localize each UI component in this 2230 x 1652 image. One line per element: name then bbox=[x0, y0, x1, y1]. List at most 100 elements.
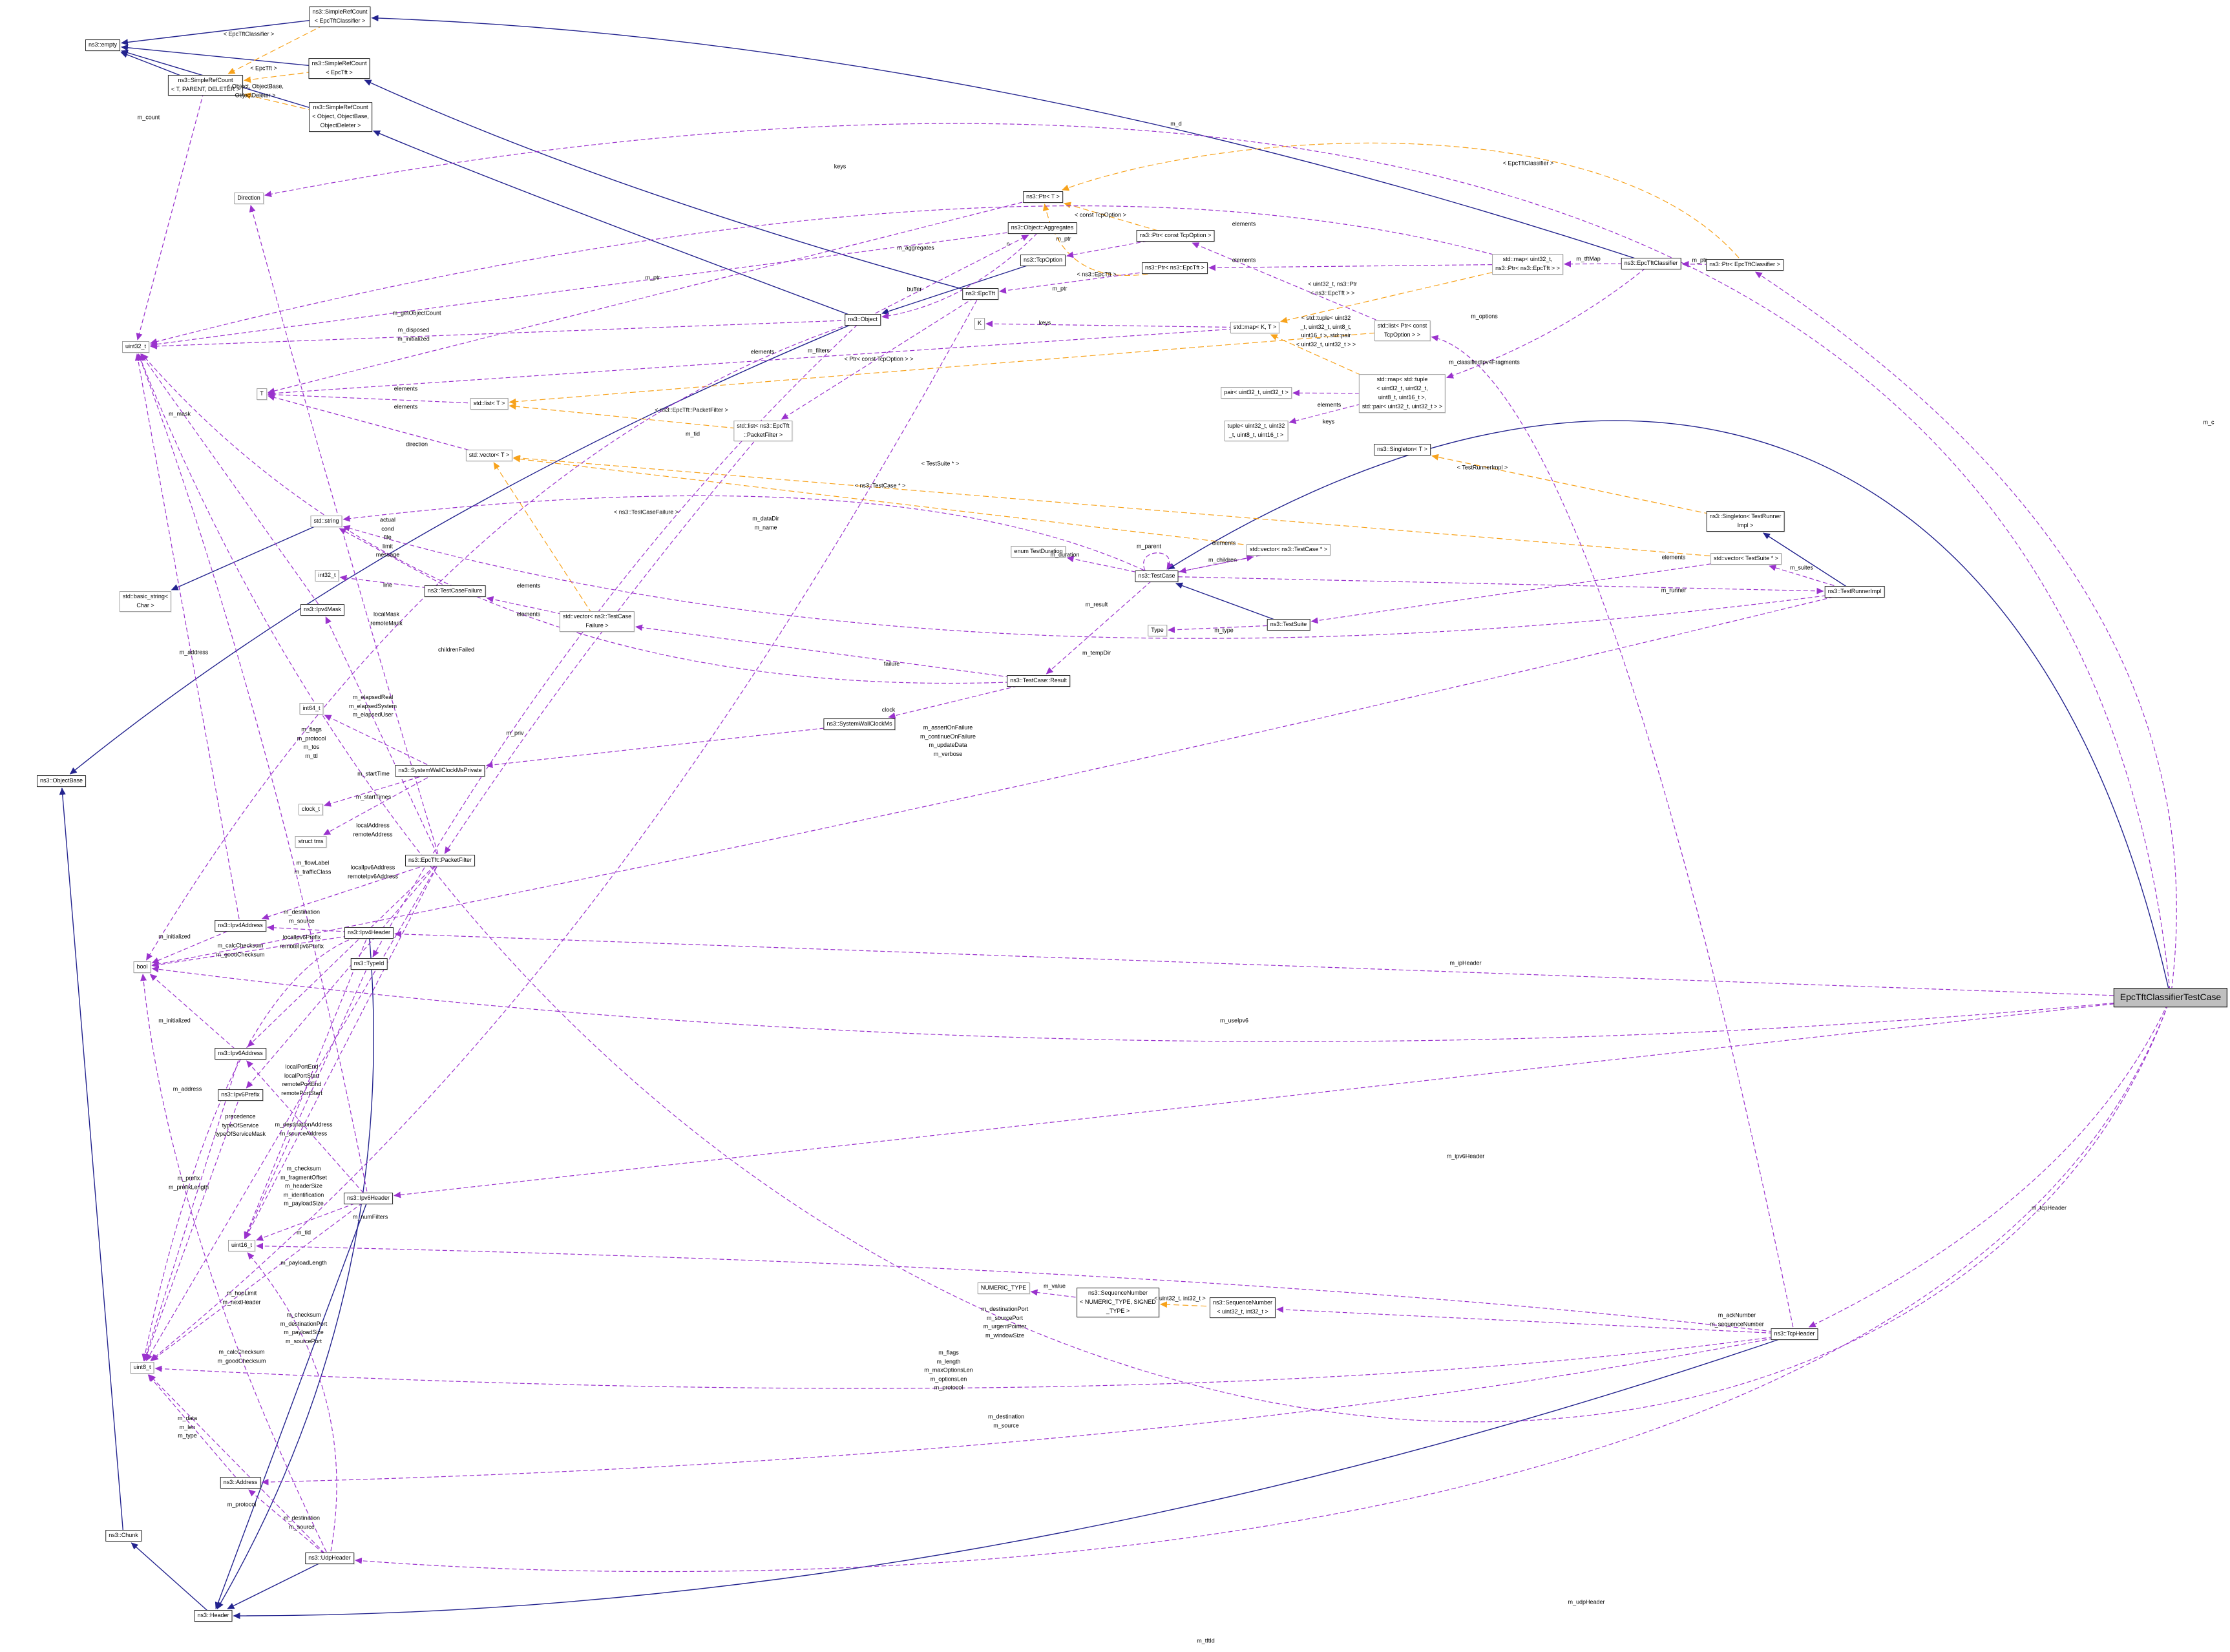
node-tcpOpt[interactable]: ns3::TcpOption bbox=[1020, 255, 1066, 266]
edge-tcph-u16 bbox=[256, 1242, 1795, 1335]
node-str[interactable]: std::string bbox=[310, 516, 342, 527]
edge-pf-ip6p bbox=[246, 860, 441, 1089]
node-u32[interactable]: uint32_t bbox=[121, 341, 150, 353]
edge-obj-bool bbox=[146, 319, 863, 961]
edge-ip4a-u32 bbox=[134, 353, 241, 926]
node-pairU[interactable]: pair< uint32_t, uint32_t > bbox=[1221, 387, 1292, 399]
node-tc[interactable]: ns3::TestCase bbox=[1135, 570, 1179, 582]
node-mask[interactable]: ns3::Ipv4Mask bbox=[300, 604, 345, 616]
node-tid[interactable]: ns3::TypeId bbox=[350, 958, 388, 970]
node-seq32[interactable]: ns3::SequenceNumber < uint32_t, int32_t … bbox=[1209, 1297, 1276, 1318]
edge-pf-u16 bbox=[245, 860, 441, 1239]
node-K[interactable]: K bbox=[974, 318, 985, 329]
edge-vecT-T bbox=[268, 394, 490, 456]
node-srcT[interactable]: ns3::SimpleRefCount < T, PARENT, DELETER… bbox=[167, 75, 244, 96]
node-srcObj[interactable]: ns3::SimpleRefCount < Object, ObjectBase… bbox=[309, 102, 372, 132]
node-seqT[interactable]: ns3::SequenceNumber < NUMERIC_TYPE, SIGN… bbox=[1077, 1288, 1159, 1317]
edge-listT-T bbox=[268, 391, 490, 404]
node-pf[interactable]: ns3::EpcTft::PacketFilter bbox=[405, 855, 476, 866]
node-ip6p[interactable]: ns3::Ipv6Prefix bbox=[218, 1089, 263, 1101]
node-ip6h[interactable]: ns3::Ipv6Header bbox=[343, 1193, 394, 1204]
edge-res-u32 bbox=[141, 353, 1039, 684]
node-i32[interactable]: int32_t bbox=[315, 570, 339, 581]
node-tcph[interactable]: ns3::TcpHeader bbox=[1771, 1328, 1818, 1340]
node-ptrCls[interactable]: ns3::Ptr< EpcTftClassifier > bbox=[1706, 259, 1783, 271]
node-tms[interactable]: struct tms bbox=[295, 836, 327, 848]
edge-tid-u16 bbox=[244, 963, 370, 1239]
node-hdr[interactable]: ns3::Header bbox=[194, 1610, 233, 1622]
edge-hdr-chunk bbox=[131, 1542, 214, 1616]
node-mapKT[interactable]: std::map< K, T > bbox=[1230, 322, 1280, 333]
node-srcTft[interactable]: ns3::SimpleRefCount < EpcTft > bbox=[308, 58, 370, 79]
edge-srcTft-srcT bbox=[244, 68, 340, 83]
node-listCTO[interactable]: std::list< Ptr< const TcpOption > > bbox=[1374, 320, 1431, 341]
node-empty[interactable]: ns3::empty bbox=[85, 39, 121, 51]
edge-main-ptrCls bbox=[1754, 271, 2177, 998]
node-obj[interactable]: ns3::Object bbox=[845, 314, 881, 326]
edge-tft-listPF bbox=[781, 293, 981, 420]
node-ip4h[interactable]: ns3::Ipv4Header bbox=[344, 927, 394, 939]
edge-tc-res bbox=[1046, 576, 1157, 674]
edge-pf-u8 bbox=[145, 860, 441, 1361]
node-main[interactable]: EpcTftClassifierTestCase bbox=[2113, 988, 2228, 1007]
edge-main-u32 bbox=[138, 353, 2171, 1423]
node-bstr[interactable]: std::basic_string< Char > bbox=[119, 591, 172, 612]
node-singTRI[interactable]: ns3::Singleton< TestRunner Impl > bbox=[1706, 511, 1785, 532]
edge-udp-addr bbox=[248, 1489, 330, 1559]
node-tcf[interactable]: ns3::TestCaseFailure bbox=[424, 585, 486, 597]
node-listPF[interactable]: std::list< ns3::EpcTft ::PacketFilter > bbox=[733, 421, 793, 441]
node-ip6a[interactable]: ns3::Ipv6Address bbox=[215, 1048, 266, 1060]
node-ptrTft[interactable]: ns3::Ptr< ns3::EpcTft > bbox=[1141, 262, 1208, 274]
edge-ip4h-u8 bbox=[142, 932, 370, 1361]
node-clk[interactable]: clock_t bbox=[298, 804, 324, 815]
node-tri[interactable]: ns3::TestRunnerImpl bbox=[1824, 586, 1885, 598]
node-cls[interactable]: ns3::EpcTftClassifier bbox=[1621, 258, 1681, 269]
node-mapTuple[interactable]: std::map< std::tuple < uint32_t, uint32_… bbox=[1358, 374, 1446, 413]
node-vecTC[interactable]: std::vector< ns3::TestCase * > bbox=[1246, 544, 1331, 556]
node-T[interactable]: T bbox=[257, 388, 267, 400]
node-u16[interactable]: uint16_t bbox=[227, 1240, 256, 1251]
edge-main-bool bbox=[151, 966, 2171, 1042]
edge-vecTCF-tcf bbox=[486, 596, 598, 622]
edge-swcp-tms bbox=[323, 770, 441, 835]
node-ob[interactable]: ns3::ObjectBase bbox=[36, 775, 87, 787]
node-u8[interactable]: uint8_t bbox=[130, 1362, 154, 1374]
edge-ip4h-u16 bbox=[244, 932, 370, 1239]
node-addr[interactable]: ns3::Address bbox=[220, 1477, 261, 1489]
node-chunk[interactable]: ns3::Chunk bbox=[105, 1530, 142, 1542]
node-numT[interactable]: NUMERIC_TYPE bbox=[977, 1282, 1030, 1294]
node-tupleU[interactable]: tuple< uint32_t, uint32 _t, uint8_t, uin… bbox=[1224, 421, 1289, 441]
node-i64[interactable]: int64_t bbox=[299, 703, 324, 715]
node-swc[interactable]: ns3::SystemWallClockMs bbox=[823, 718, 896, 730]
node-swcp[interactable]: ns3::SystemWallClockMsPrivate bbox=[395, 765, 485, 777]
edge-mapTuple-mapKT bbox=[1270, 334, 1403, 394]
edge-ip4h-hdr bbox=[216, 932, 374, 1609]
node-tft[interactable]: ns3::EpcTft bbox=[962, 288, 998, 300]
node-ptrCTO[interactable]: ns3::Ptr< const TcpOption > bbox=[1136, 230, 1215, 242]
edge-mapTft-ptrTft bbox=[1208, 264, 1528, 271]
edge-ip6h-u8 bbox=[151, 1198, 369, 1361]
node-listT[interactable]: std::list< T > bbox=[470, 398, 509, 410]
node-singT[interactable]: ns3::Singleton< T > bbox=[1374, 444, 1431, 455]
node-vecTS[interactable]: std::vector< TestSuite * > bbox=[1710, 553, 1782, 565]
edge-ptrT-T bbox=[268, 196, 1044, 394]
node-dir[interactable]: Direction bbox=[234, 193, 264, 204]
node-ptrT[interactable]: ns3::Ptr< T > bbox=[1023, 191, 1063, 203]
edge-main-udp bbox=[355, 997, 2171, 1573]
node-bool[interactable]: bool bbox=[133, 961, 151, 973]
node-res[interactable]: ns3::TestCase::Result bbox=[1007, 675, 1070, 687]
node-vecT[interactable]: std::vector< T > bbox=[465, 450, 513, 461]
node-dur[interactable]: enum TestDuration bbox=[1011, 546, 1066, 558]
node-udp[interactable]: ns3::UdpHeader bbox=[305, 1553, 354, 1564]
node-mapTft[interactable]: std::map< uint32_t, ns3::Ptr< ns3::EpcTf… bbox=[1492, 254, 1563, 275]
edge-tc-tri bbox=[1156, 576, 1824, 594]
edge-ip6h-u32 bbox=[137, 353, 369, 1199]
node-ts[interactable]: ns3::TestSuite bbox=[1267, 619, 1310, 631]
node-type[interactable]: Type bbox=[1148, 625, 1167, 636]
edge-tcph-u8 bbox=[154, 1333, 1795, 1389]
node-ip4a[interactable]: ns3::Ipv4Address bbox=[215, 920, 266, 932]
node-agg[interactable]: ns3::Object::Aggregates bbox=[1007, 222, 1077, 234]
node-srcCls[interactable]: ns3::SimpleRefCount < EpcTftClassifier > bbox=[309, 6, 371, 27]
node-vecTCF[interactable]: std::vector< ns3::TestCase Failure > bbox=[559, 611, 635, 632]
edge-ip6h-hdr bbox=[215, 1198, 369, 1609]
